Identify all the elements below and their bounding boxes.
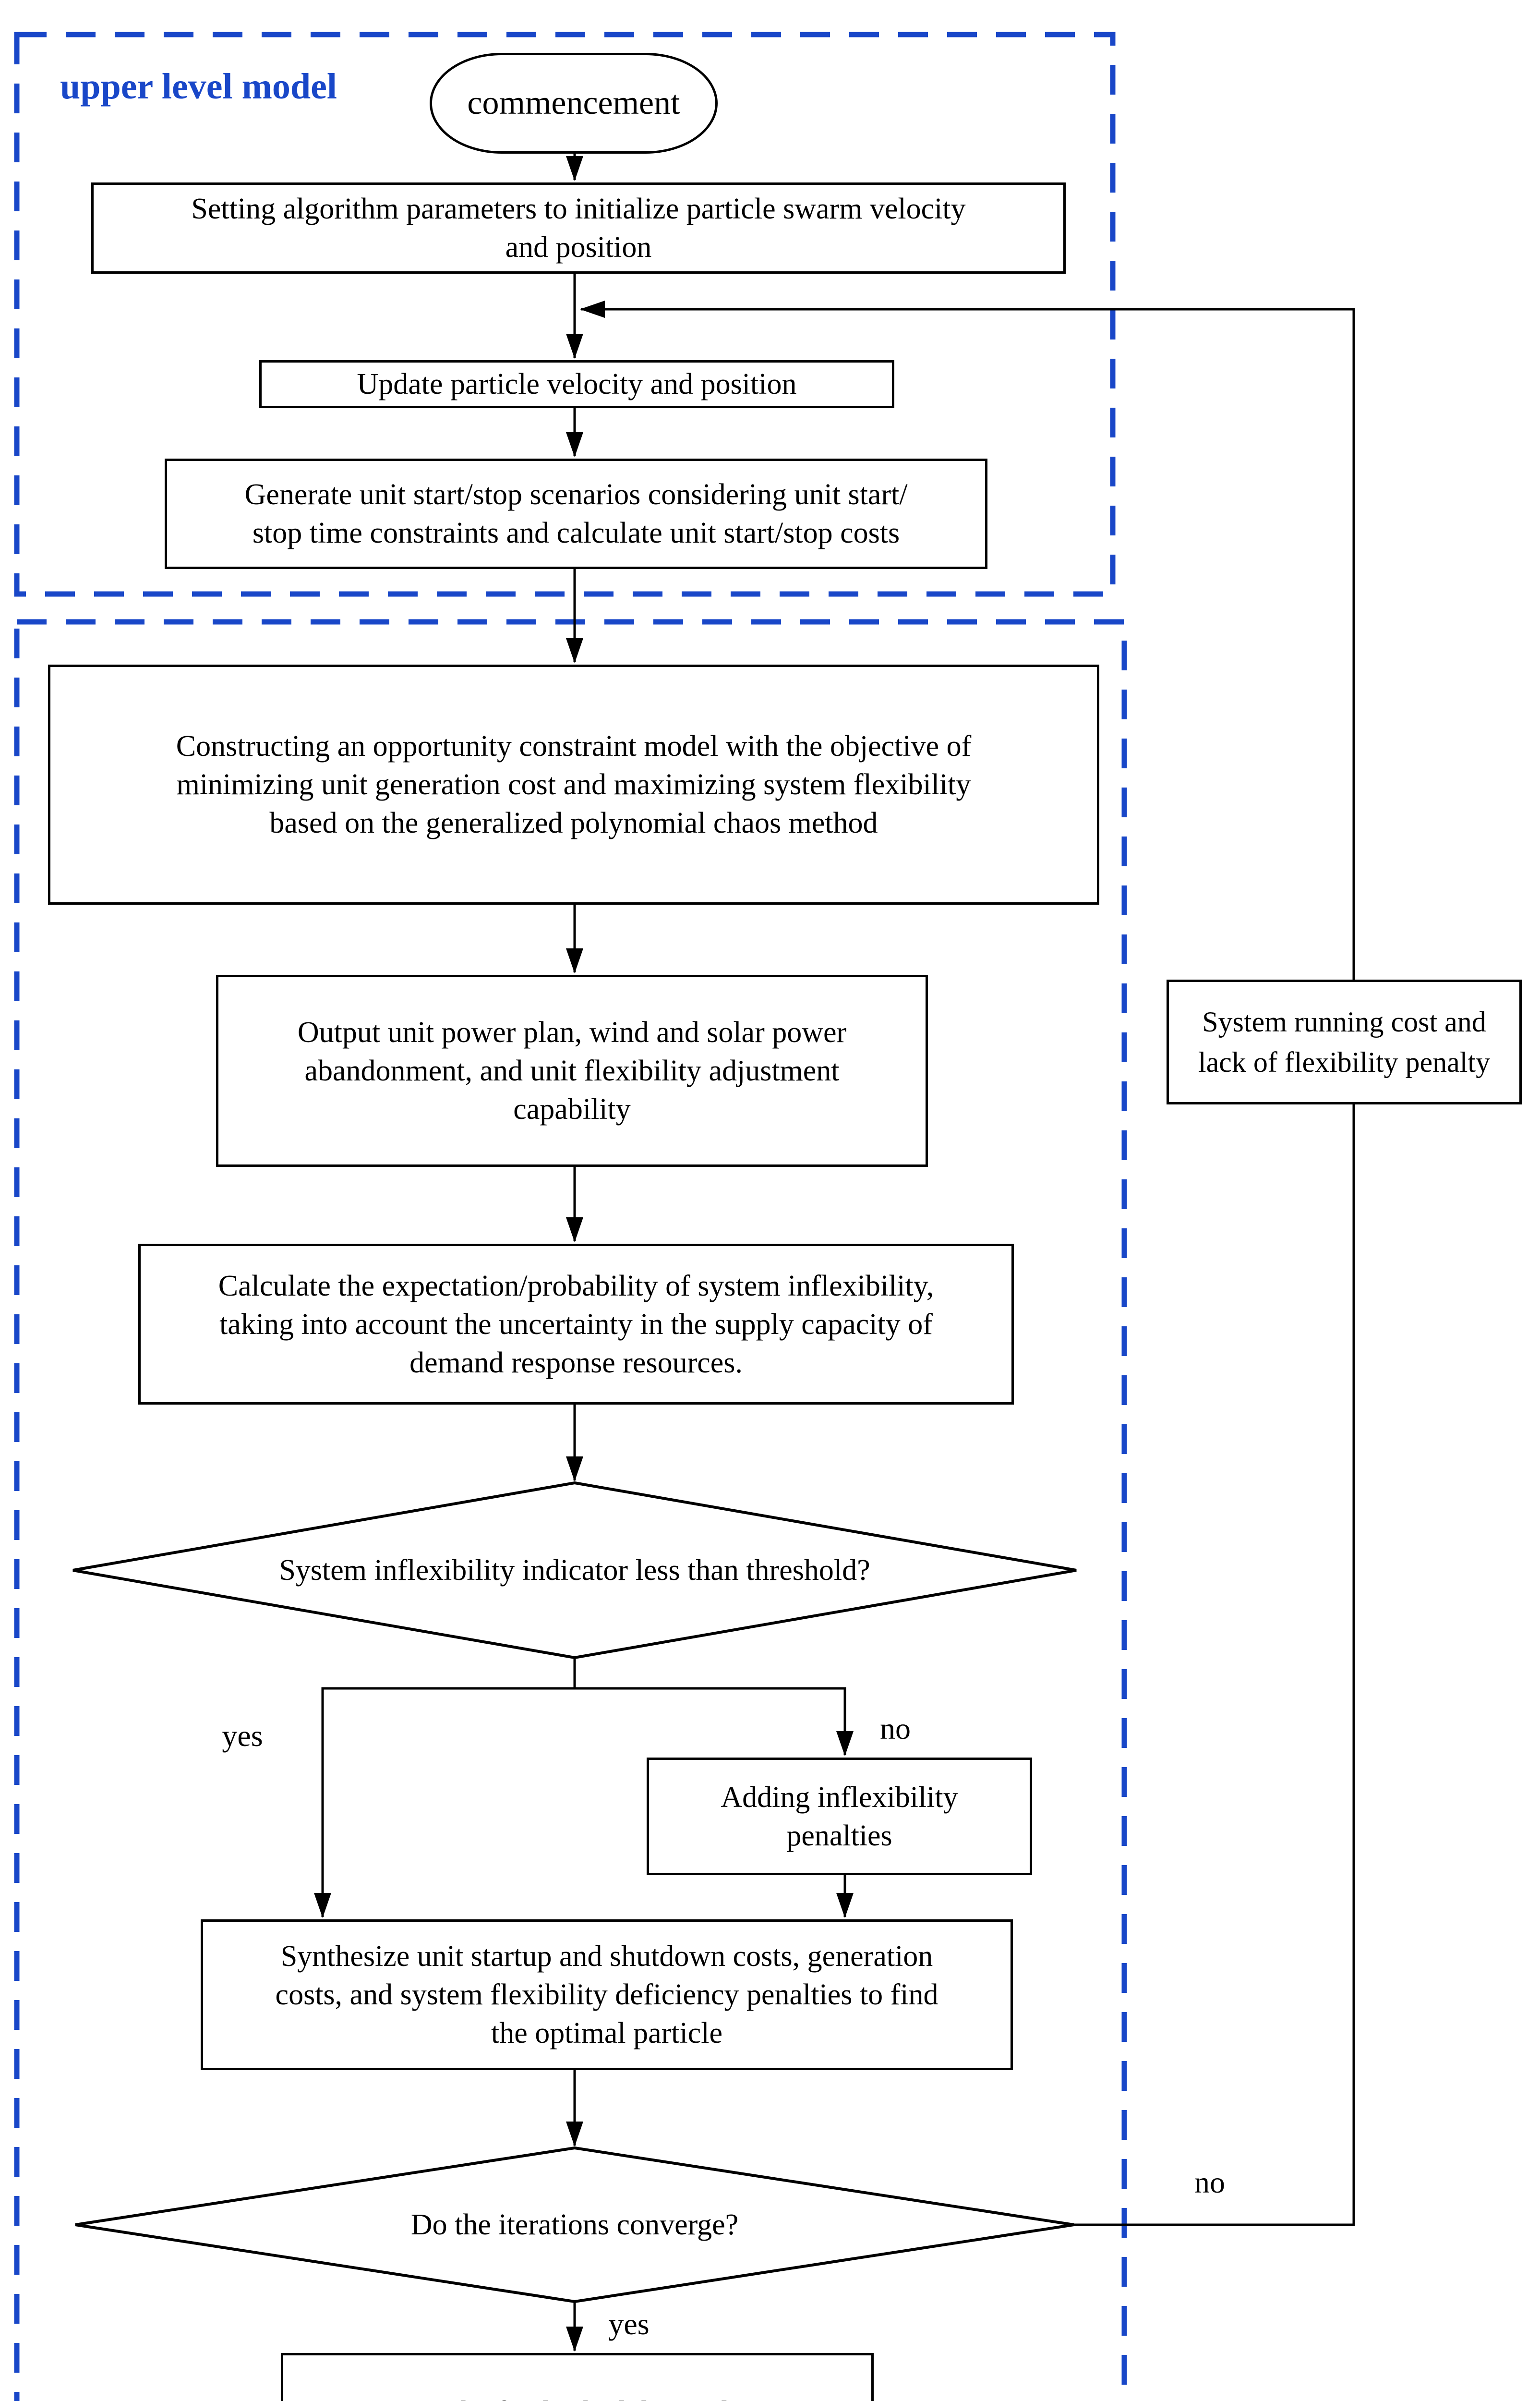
upper-level-region-border [14,32,1116,597]
adding-penalties-box: Adding inflexibility penalties [647,1758,1032,1875]
system-cost-box: System running cost and lack of flexibil… [1167,980,1522,1104]
synthesize-costs-box: Synthesize unit startup and shutdown cos… [201,1919,1013,2070]
construct-model-box: Constructing an opportunity constraint m… [48,665,1099,905]
upper-level-model-label: upper level model [60,66,337,107]
threshold-diamond-shape [72,1481,1077,1660]
output-plan-box: Output unit power plan, wind and solar p… [216,975,928,1167]
threshold-diamond-label: System inflexibility indicator less than… [279,1554,870,1587]
converge-diamond-label: Do the iterations converge? [410,2208,739,2241]
calculate-expectation-box: Calculate the expectation/probability of… [138,1244,1014,1405]
export-solution-box: Export the final scheduling solution [281,2353,874,2401]
converge-yes-label: yes [608,2307,650,2341]
feedback-loop-connector [580,301,1355,2226]
generate-scenarios-box: Generate unit start/stop scenarios consi… [165,459,987,569]
update-velocity-box: Update particle velocity and position [259,360,894,408]
start-node: commencement [430,53,718,154]
converge-diamond-shape [75,2146,1074,2304]
threshold-yes-branch [314,1687,575,1918]
threshold-no-branch [575,1687,854,1756]
threshold-yes-label: yes [222,1719,263,1753]
converge-no-label: no [1194,2165,1225,2199]
lower-level-region-border [14,619,1127,2401]
threshold-no-label: no [880,1711,911,1746]
init-params-box: Setting algorithm parameters to initiali… [91,182,1066,274]
